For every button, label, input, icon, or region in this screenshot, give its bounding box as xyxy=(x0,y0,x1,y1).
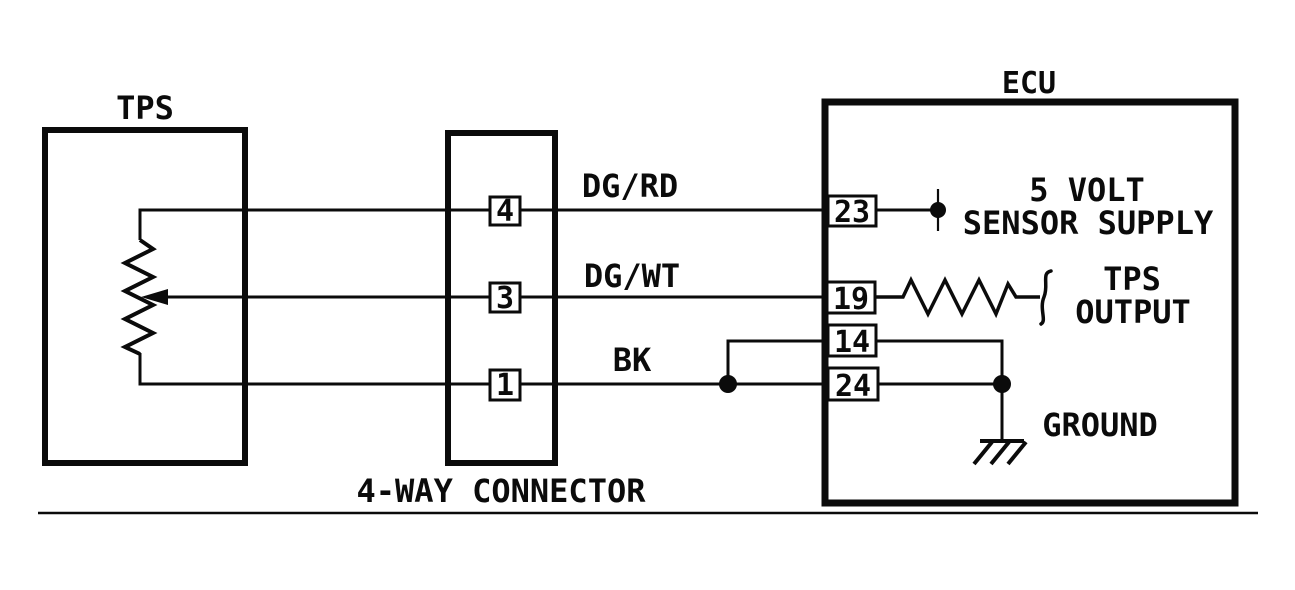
signal-wire-color-label: DG/WT xyxy=(584,257,680,295)
ecu-pin-23-number: 23 xyxy=(834,195,870,230)
connector-pin-4-number: 4 xyxy=(496,194,514,229)
ground-branch-wire xyxy=(726,339,830,384)
connector-pin-1-number: 1 xyxy=(496,368,514,403)
ecu-box xyxy=(821,98,1239,507)
ecu-internal-ground-wire-14 xyxy=(876,339,1004,441)
ground-symbol-icon xyxy=(972,439,1028,466)
continuation-squiggle-icon xyxy=(1039,269,1053,326)
ecu-pin-24: 24 xyxy=(826,366,880,404)
connector-pin-1: 1 xyxy=(488,368,522,403)
output-annotation-line1: TPS xyxy=(1103,260,1161,298)
supply-annotation-line2: SENSOR SUPPLY xyxy=(963,204,1214,242)
connector-pin-3: 3 xyxy=(488,281,522,316)
connector-title: 4-WAY CONNECTOR xyxy=(357,472,647,510)
supply-wire-color-label: DG/RD xyxy=(582,167,678,205)
potentiometer-symbol xyxy=(120,238,158,356)
wiper-arrow-icon xyxy=(141,289,168,305)
ecu-pin-23: 23 xyxy=(826,194,878,230)
ecu-pin-24-number: 24 xyxy=(835,369,871,404)
ecu-pin-19-number: 19 xyxy=(833,282,869,317)
ground-annotation: GROUND xyxy=(1042,406,1158,444)
ecu-pin-14: 14 xyxy=(826,323,878,360)
output-annotation-line2: OUTPUT xyxy=(1075,293,1191,331)
resistor-symbol xyxy=(876,275,1040,319)
junction-dot-left xyxy=(719,375,737,393)
junction-dot-right xyxy=(993,375,1011,393)
supply-wire xyxy=(138,208,830,240)
ecu-pin-19: 19 xyxy=(825,280,877,317)
ground-wire xyxy=(138,353,830,386)
connector-pin-3-number: 3 xyxy=(496,281,514,316)
tps-title: TPS xyxy=(116,89,174,127)
connector-pin-4: 4 xyxy=(488,194,522,229)
supply-terminal-dot xyxy=(930,202,946,218)
supply-annotation-line1: 5 VOLT xyxy=(1029,171,1145,209)
ecu-pin-14-number: 14 xyxy=(834,325,870,360)
ground-wire-color-label: BK xyxy=(613,341,652,379)
ecu-title: ECU xyxy=(1002,66,1056,101)
